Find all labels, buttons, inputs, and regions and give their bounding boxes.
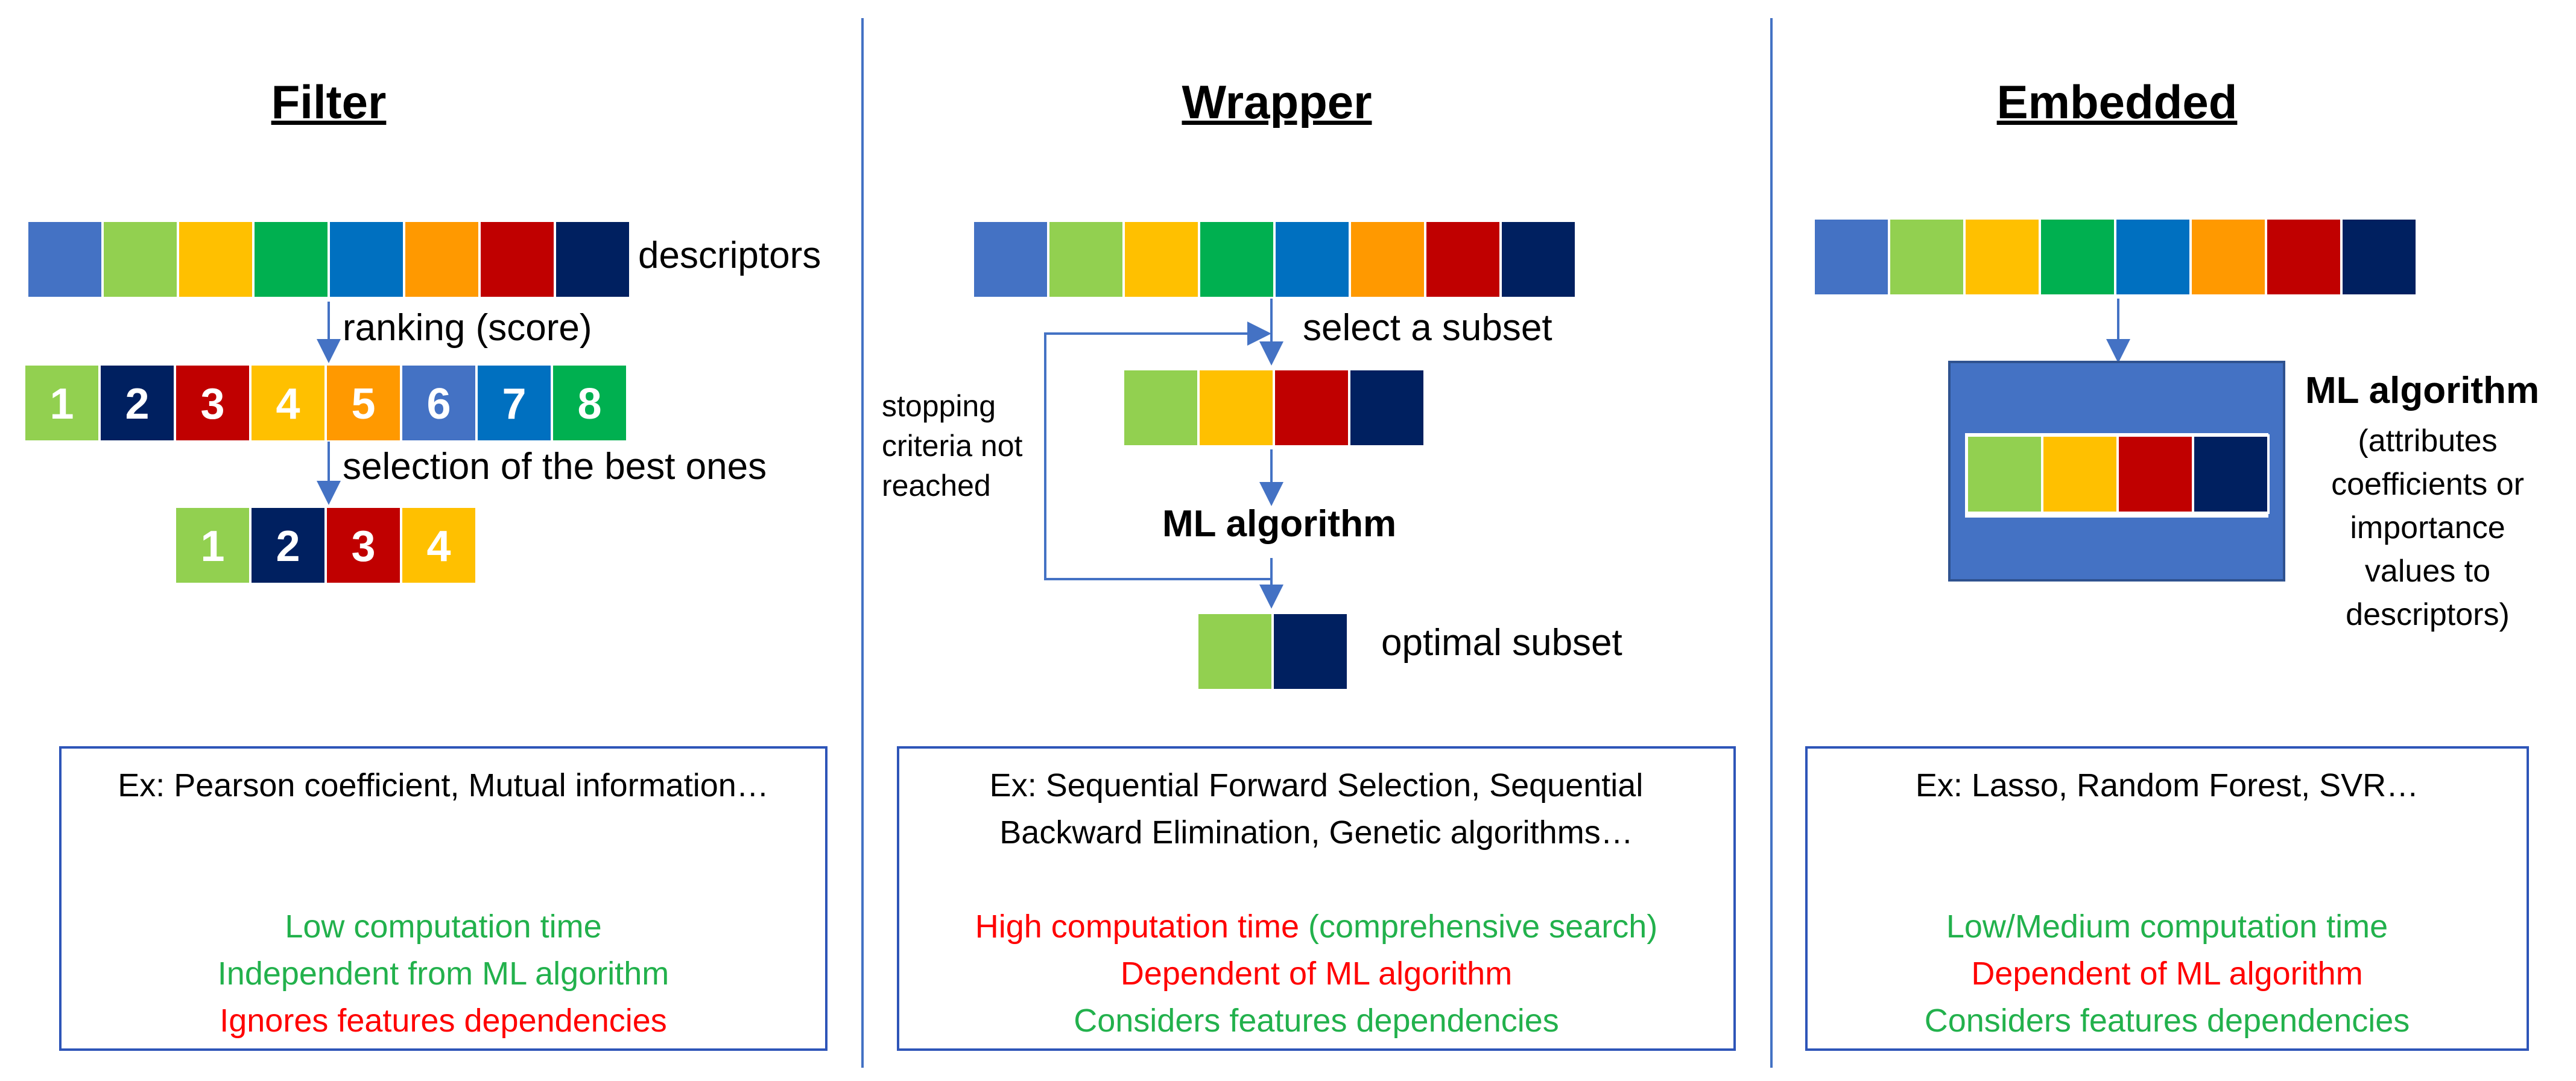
- filter-descriptor-block-3: [177, 220, 255, 299]
- wrapper-subset-block-4: [1348, 368, 1426, 448]
- filter-ranked-block-5: [324, 363, 402, 443]
- filter-ranked-rank-label-6: 6: [426, 380, 451, 428]
- wrapper-optimal-label: optimal subset: [1381, 622, 1622, 664]
- embedded-inner-block-4: [2192, 434, 2270, 514]
- filter-prop-independence: Independent from ML algorithm: [217, 956, 669, 992]
- embedded-algorithm-label: ML algorithm: [2305, 370, 2540, 411]
- filter-ranked-rank-label-2: 2: [125, 380, 149, 428]
- filter-selected-block-2: [249, 506, 327, 585]
- filter-ranked-block-8: [551, 363, 628, 443]
- filter-ranked-rank-label-1: 1: [49, 380, 74, 428]
- embedded-inner-bar: [1966, 434, 2270, 514]
- filter-ranked-rank-label-3: 3: [200, 380, 224, 428]
- wrapper-subset-bar: [1122, 368, 1426, 448]
- wrapper-subset-block-1: [1122, 368, 1200, 448]
- wrapper-descriptor-block-2: [1047, 220, 1125, 299]
- embedded-descriptor-block-4: [2039, 217, 2116, 297]
- embedded-descriptor-block-7: [2265, 217, 2343, 297]
- wrapper-prop-time: High computation time (comprehensive sea…: [899, 903, 1733, 950]
- wrapper-examples: Ex: Sequential Forward Selection, Sequen…: [989, 767, 1644, 851]
- filter-descriptor-block-4: [252, 220, 330, 299]
- filter-selected-rank-label-2: 2: [276, 522, 300, 571]
- filter-ranked-block-3: [174, 363, 252, 443]
- filter-ranked-rank-label-5: 5: [351, 380, 375, 428]
- filter-selected-block-1: [174, 506, 252, 585]
- filter-ranked-rank-label-7: 7: [502, 380, 526, 428]
- wrapper-optimal-block-1: [1196, 612, 1274, 691]
- filter-descriptor-block-8: [554, 220, 631, 299]
- wrapper-descriptor-block-8: [1499, 220, 1577, 299]
- embedded-descriptor-block-3: [1963, 217, 2041, 297]
- filter-info-box: Ex: Pearson coefficient, Mutual informat…: [59, 746, 828, 1051]
- filter-descriptor-block-2: [101, 220, 179, 299]
- embedded-descriptor-block-6: [2189, 217, 2267, 297]
- filter-descriptor-block-5: [328, 220, 405, 299]
- wrapper-loop-arrow: [1044, 322, 1271, 580]
- embedded-properties: Low/Medium computation time Dependent of…: [1808, 903, 2527, 1044]
- embedded-descriptor-block-5: [2114, 217, 2192, 297]
- wrapper-descriptor-block-3: [1122, 220, 1200, 299]
- embedded-prop-dependence: Dependent of ML algorithm: [1971, 956, 2363, 992]
- embedded-descriptor-block-1: [1812, 217, 1890, 297]
- filter-title: Filter: [271, 75, 387, 128]
- embedded-algorithm-note: (attributes coefficients or importance v…: [2331, 423, 2524, 632]
- wrapper-descriptor-block-7: [1424, 220, 1502, 299]
- wrapper-prop-dependencies: Considers features dependencies: [1074, 1003, 1559, 1039]
- filter-descriptor-block-1: [26, 220, 104, 299]
- filter-descriptor-bar: [26, 220, 631, 299]
- wrapper-subset-block-2: [1197, 368, 1275, 448]
- wrapper-loop-label: stopping criteria not reached: [882, 389, 1023, 502]
- wrapper-descriptor-block-6: [1349, 220, 1426, 299]
- filter-ranked-block-1: [23, 363, 101, 443]
- filter-prop-dependencies: Ignores features dependencies: [220, 1003, 667, 1039]
- wrapper-prop-dependence: Dependent of ML algorithm: [1120, 956, 1513, 992]
- wrapper-descriptor-block-5: [1273, 220, 1351, 299]
- embedded-descriptor-bar: [1812, 217, 2418, 297]
- filter-ranked-bar: 1 2 3 4 5 6 7 8: [23, 363, 628, 443]
- filter-selected-rank-label-4: 4: [426, 522, 451, 571]
- filter-descriptor-block-7: [478, 220, 556, 299]
- filter-descriptor-block-6: [403, 220, 481, 299]
- wrapper-prop-time-main: High computation time: [975, 908, 1299, 945]
- wrapper-descriptor-block-4: [1198, 220, 1276, 299]
- wrapper-descriptor-bar: [972, 220, 1577, 299]
- filter-ranking-label: ranking (score): [343, 307, 592, 349]
- filter-selected-bar: 1 2 3 4: [174, 506, 478, 585]
- filter-descriptors-label: descriptors: [638, 235, 821, 276]
- wrapper-title: Wrapper: [1182, 75, 1372, 128]
- filter-selected-rank-label-3: 3: [351, 522, 375, 571]
- wrapper-subset-block-3: [1273, 368, 1350, 448]
- embedded-info-box: Ex: Lasso, Random Forest, SVR… Low/Mediu…: [1805, 746, 2529, 1051]
- wrapper-optimal-bar: [1196, 612, 1349, 691]
- embedded-examples: Ex: Lasso, Random Forest, SVR…: [1915, 767, 2419, 804]
- wrapper-subset-label: select a subset: [1303, 307, 1552, 349]
- embedded-descriptor-block-8: [2340, 217, 2418, 297]
- wrapper-optimal-block-2: [1271, 612, 1349, 691]
- embedded-inner-block-1: [1966, 434, 2043, 514]
- filter-properties: Low computation time Independent from ML…: [62, 903, 825, 1044]
- wrapper-info-box: Ex: Sequential Forward Selection, Sequen…: [897, 746, 1736, 1051]
- filter-ranked-rank-label-4: 4: [276, 380, 300, 428]
- filter-selected-block-4: [400, 506, 478, 585]
- embedded-inner-block-3: [2116, 434, 2194, 514]
- filter-ranked-block-4: [249, 363, 327, 443]
- embedded-prop-time: Low/Medium computation time: [1946, 908, 2388, 945]
- filter-selected-rank-label-1: 1: [200, 522, 224, 571]
- filter-ranked-rank-label-8: 8: [577, 380, 601, 428]
- wrapper-properties: High computation time (comprehensive sea…: [899, 903, 1733, 1044]
- filter-prop-time: Low computation time: [285, 908, 602, 945]
- wrapper-algorithm-label: ML algorithm: [1162, 503, 1397, 545]
- wrapper-prop-time-note: (comprehensive search): [1299, 908, 1658, 945]
- embedded-title: Embedded: [1996, 75, 2238, 128]
- wrapper-descriptor-block-1: [972, 220, 1049, 299]
- filter-examples: Ex: Pearson coefficient, Mutual informat…: [118, 767, 769, 804]
- filter-selection-label: selection of the best ones: [343, 446, 767, 487]
- embedded-inner-block-2: [2041, 434, 2119, 514]
- embedded-prop-dependencies: Considers features dependencies: [1924, 1003, 2410, 1039]
- embedded-descriptor-block-2: [1888, 217, 1966, 297]
